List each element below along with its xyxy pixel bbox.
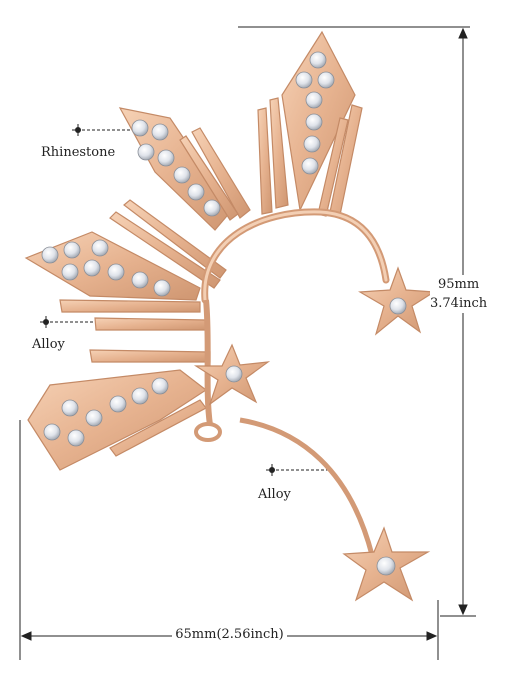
alloy-label-left: Alloy (32, 337, 65, 352)
rhinestone-label: Rhinestone (41, 145, 116, 160)
width-dimension-text: 65mm(2.56inch) (172, 627, 287, 642)
dimension-lines (19, 26, 476, 660)
height-dimension: 95mm 3.74inch (430, 275, 488, 313)
height-inch-text: 3.74inch (430, 296, 488, 311)
height-mm-text: 95mm (437, 277, 480, 292)
earring (24, 30, 436, 602)
rhinestones (41, 51, 407, 576)
alloy-label-chain: Alloy (258, 487, 291, 502)
width-dimension: 65mm(2.56inch) (0, 627, 507, 642)
